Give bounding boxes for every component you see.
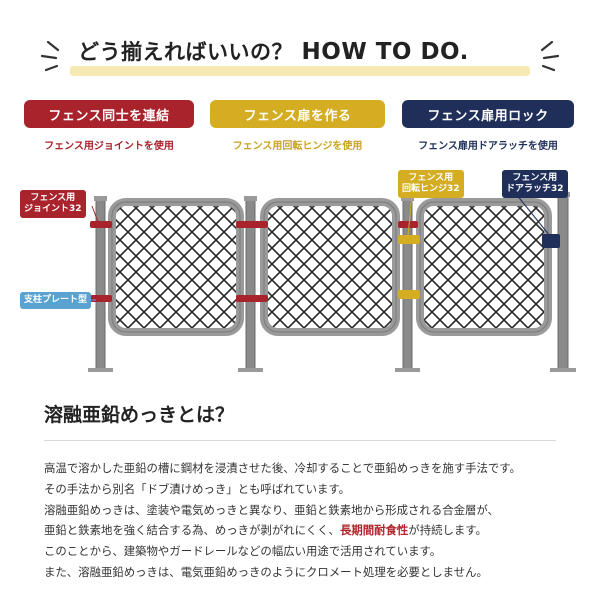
fence-door-panel-edge: [419, 201, 549, 333]
fence-illustration: フェンス用 ジョイント32 支柱プレート型 フェンス用 回転ヒンジ32 フェンス…: [0, 160, 600, 385]
page-title: どう揃えればいいの？ HOW TO DO.: [78, 36, 469, 66]
left-spark-icon: [40, 40, 60, 72]
callout-latch-line1: フェンス用: [512, 173, 558, 183]
explanation-text: 高温で溶かした亜鉛の槽に鋼材を浸漬させた後、冷却することで亜鉛めっきを施す手法で…: [44, 458, 574, 583]
joint-marker: [236, 295, 268, 302]
hinge-marker: [398, 235, 420, 244]
feature-connect-label: フェンス同士を連結: [48, 108, 170, 124]
callout-joint-line2: ジョイント32: [24, 204, 82, 214]
right-spark-icon: [540, 40, 560, 72]
callout-latch: フェンス用 ドアラッチ32: [502, 170, 568, 198]
feature-door: フェンス扉を作る: [210, 100, 385, 128]
feature-connect-sub: フェンス用ジョイントを使用: [44, 141, 174, 152]
latch-marker: [542, 234, 560, 248]
feature-connect: フェンス同士を連結: [24, 100, 194, 128]
section-title: 溶融亜鉛めっきとは？: [44, 404, 235, 426]
callout-latch-line2: ドアラッチ32: [506, 184, 564, 194]
explanation-line-6: また、溶融亜鉛めっきは、電気亜鉛めっきのようにクロメート処理を必要としません。: [44, 564, 488, 579]
feature-lock-sub: フェンス扉用ドアラッチを使用: [418, 141, 558, 152]
joint-marker: [90, 221, 112, 228]
post-feet: [88, 368, 576, 372]
fence-panel-2: [260, 198, 400, 336]
explanation-line-1: 高温で溶かした亜鉛の槽に鋼材を浸漬させた後、冷却することで亜鉛めっきを施す手法で…: [44, 461, 521, 475]
callout-hinge: フェンス用 回転ヒンジ32: [398, 170, 464, 198]
explanation-line-4-pre: 亜鉛と鉄素地を強く結合する為、めっきが剥がれにくく、: [44, 523, 340, 538]
title-en: HOW TO DO.: [301, 39, 469, 65]
post-4: [557, 195, 569, 371]
callout-plate-line1: 支柱プレート型: [24, 295, 88, 305]
feature-door-sub: フェンス用回転ヒンジを使用: [232, 141, 363, 152]
title-jp: どう揃えればいいの？: [78, 40, 293, 64]
callout-joint: フェンス用 ジョイント32: [20, 190, 86, 218]
hinge-marker: [398, 290, 420, 299]
callout-hinge-line1: フェンス用: [408, 173, 454, 183]
explanation-line-4-post: が持続します。: [408, 523, 487, 538]
header: どう揃えればいいの？ HOW TO DO.: [0, 20, 600, 90]
joint-markers: [90, 221, 418, 302]
header-decor: [40, 40, 560, 72]
fence-door-panel: [416, 198, 552, 336]
feature-door-label: フェンス扉を作る: [243, 108, 352, 124]
hinge-markers: [398, 235, 420, 299]
explanation-highlight: 長期間耐食性: [339, 523, 409, 538]
explanation-line-5: このことから、建築物やガードレールなどの幅広い用途で活用されています。: [44, 544, 442, 559]
joint-marker: [398, 221, 418, 228]
feature-lock-label: フェンス扉用ロック: [427, 108, 549, 124]
fence-panel-1: [108, 198, 244, 336]
feature-lock: フェンス扉用ロック: [402, 100, 574, 128]
fence-drawing: [80, 192, 576, 372]
explanation-line-4: 亜鉛と鉄素地を強く結合する為、めっきが剥がれにくく、長期間耐食性が持続します。: [44, 520, 574, 541]
fence-panel-2-edge: [263, 201, 397, 333]
fence-panel-1-edge: [111, 201, 241, 333]
joint-marker: [236, 221, 268, 228]
explanation-line-3: 溶融亜鉛めっきは、塗装や電気めっきと異なり、亜鉛と鉄素地から形成される合金層が、: [44, 502, 499, 517]
callout-hinge-line2: 回転ヒンジ32: [402, 184, 460, 194]
callout-joint-line1: フェンス用: [30, 193, 76, 203]
section-divider: [44, 440, 556, 441]
title-underline: [70, 66, 530, 76]
explanation-line-2: その手法から別名「ドブ漬けめっき」とも呼ばれています。: [44, 481, 351, 496]
callout-plate: 支柱プレート型: [20, 292, 92, 309]
joint-marker: [90, 295, 112, 302]
